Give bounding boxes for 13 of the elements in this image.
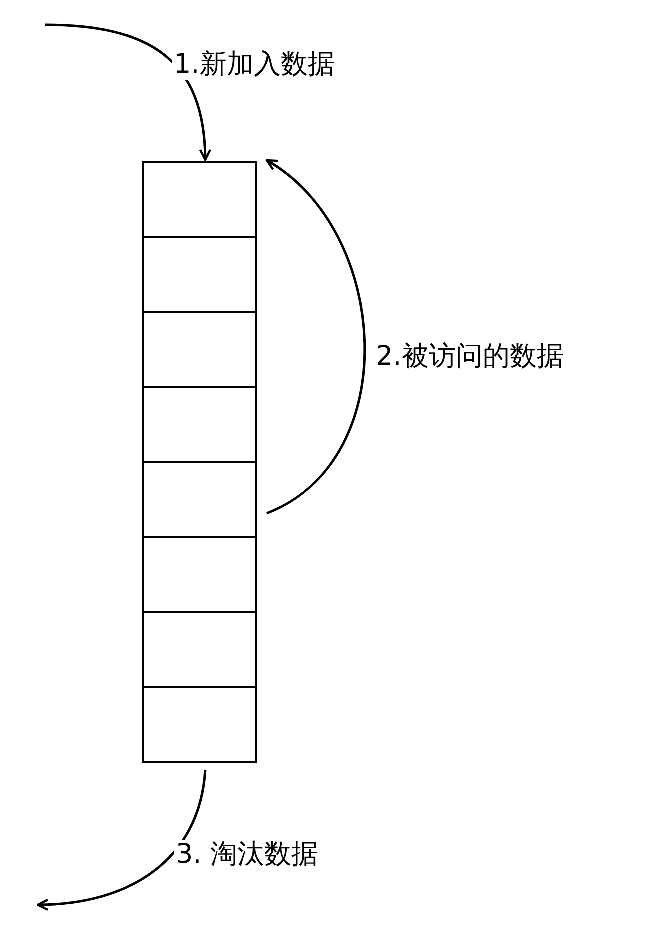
storage-cell: [142, 236, 257, 313]
storage-cell: [142, 536, 257, 613]
edge-label: 3. 淘汰数据: [174, 840, 320, 870]
storage-cell: [142, 686, 257, 763]
arrow: [36, 770, 207, 911]
storage-cell: [142, 386, 257, 463]
storage-cell: [142, 611, 257, 688]
arrow: [44, 24, 212, 162]
arrow: [266, 159, 366, 515]
storage-cell: [142, 161, 257, 238]
storage-cell: [142, 311, 257, 388]
storage-cell: [142, 461, 257, 538]
edge-label: 1.新加入数据: [172, 50, 337, 80]
